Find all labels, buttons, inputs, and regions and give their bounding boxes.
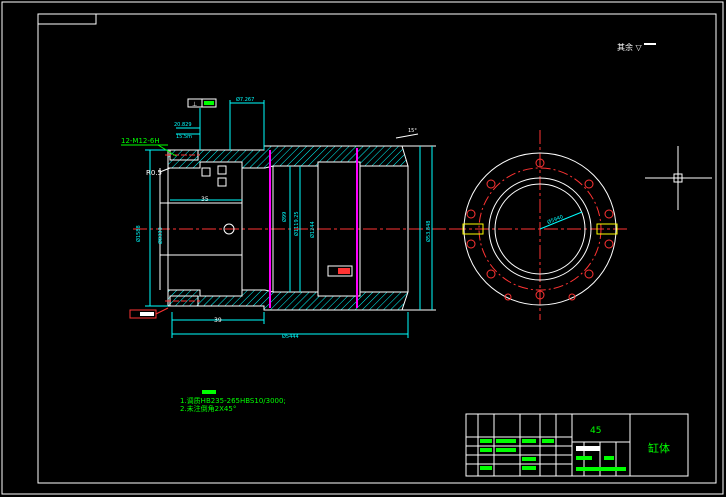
tech-note-2: 2.未注倒角2X45° — [180, 404, 236, 413]
title-block-part-name: 缸体 — [648, 441, 670, 455]
section-view: Ø7.267 20.829 15.5m Ø1588 Ø8333 Ø53.848 … — [121, 96, 455, 340]
cursor-crosshair — [645, 146, 712, 210]
sheet-inner-border — [37, 13, 717, 484]
svg-text:Ø1588: Ø1588 — [135, 225, 142, 242]
svg-text:Ø1244: Ø1244 — [309, 221, 316, 238]
svg-text:Ø7.267: Ø7.267 — [236, 96, 254, 103]
title-block-fills — [480, 439, 626, 471]
title-block-material: 45 — [590, 426, 601, 436]
radius-label: R0.5 — [146, 169, 162, 177]
bottom-wall-hatch — [167, 289, 409, 311]
roughness-note: 其余 ▽ — [617, 42, 643, 52]
thread-label: 12-M12-6H — [121, 137, 160, 145]
svg-text:Ø5940: Ø5940 — [546, 213, 564, 226]
roughness-symbol-bar — [644, 43, 656, 45]
svg-text:Ø5444: Ø5444 — [282, 333, 299, 340]
title-block — [465, 413, 689, 477]
svg-text:Ø53.848: Ø53.848 — [425, 221, 432, 242]
technical-notes: 1.调质HB235-265HBS10/3000; 2.未注倒角2X45° — [180, 390, 286, 413]
side-port — [223, 223, 235, 235]
top-wall-hatch — [167, 145, 409, 169]
dim-39: 39 — [214, 317, 222, 324]
sheet-corner-tab — [37, 13, 97, 25]
svg-text:⊥: ⊥ — [192, 101, 197, 108]
svg-text:15°: 15° — [408, 128, 417, 134]
svg-text:20.829: 20.829 — [174, 122, 192, 128]
svg-text:15.5m: 15.5m — [176, 134, 192, 140]
svg-text:Ø1119.25: Ø1119.25 — [293, 211, 300, 236]
tech-note-1: 1.调质HB235-265HBS10/3000; — [180, 396, 286, 405]
svg-text:Ø99: Ø99 — [281, 212, 288, 222]
end-view: Ø5940 — [452, 130, 630, 320]
svg-text:Ø8333: Ø8333 — [157, 227, 164, 244]
dim-35: 35 — [201, 196, 209, 203]
